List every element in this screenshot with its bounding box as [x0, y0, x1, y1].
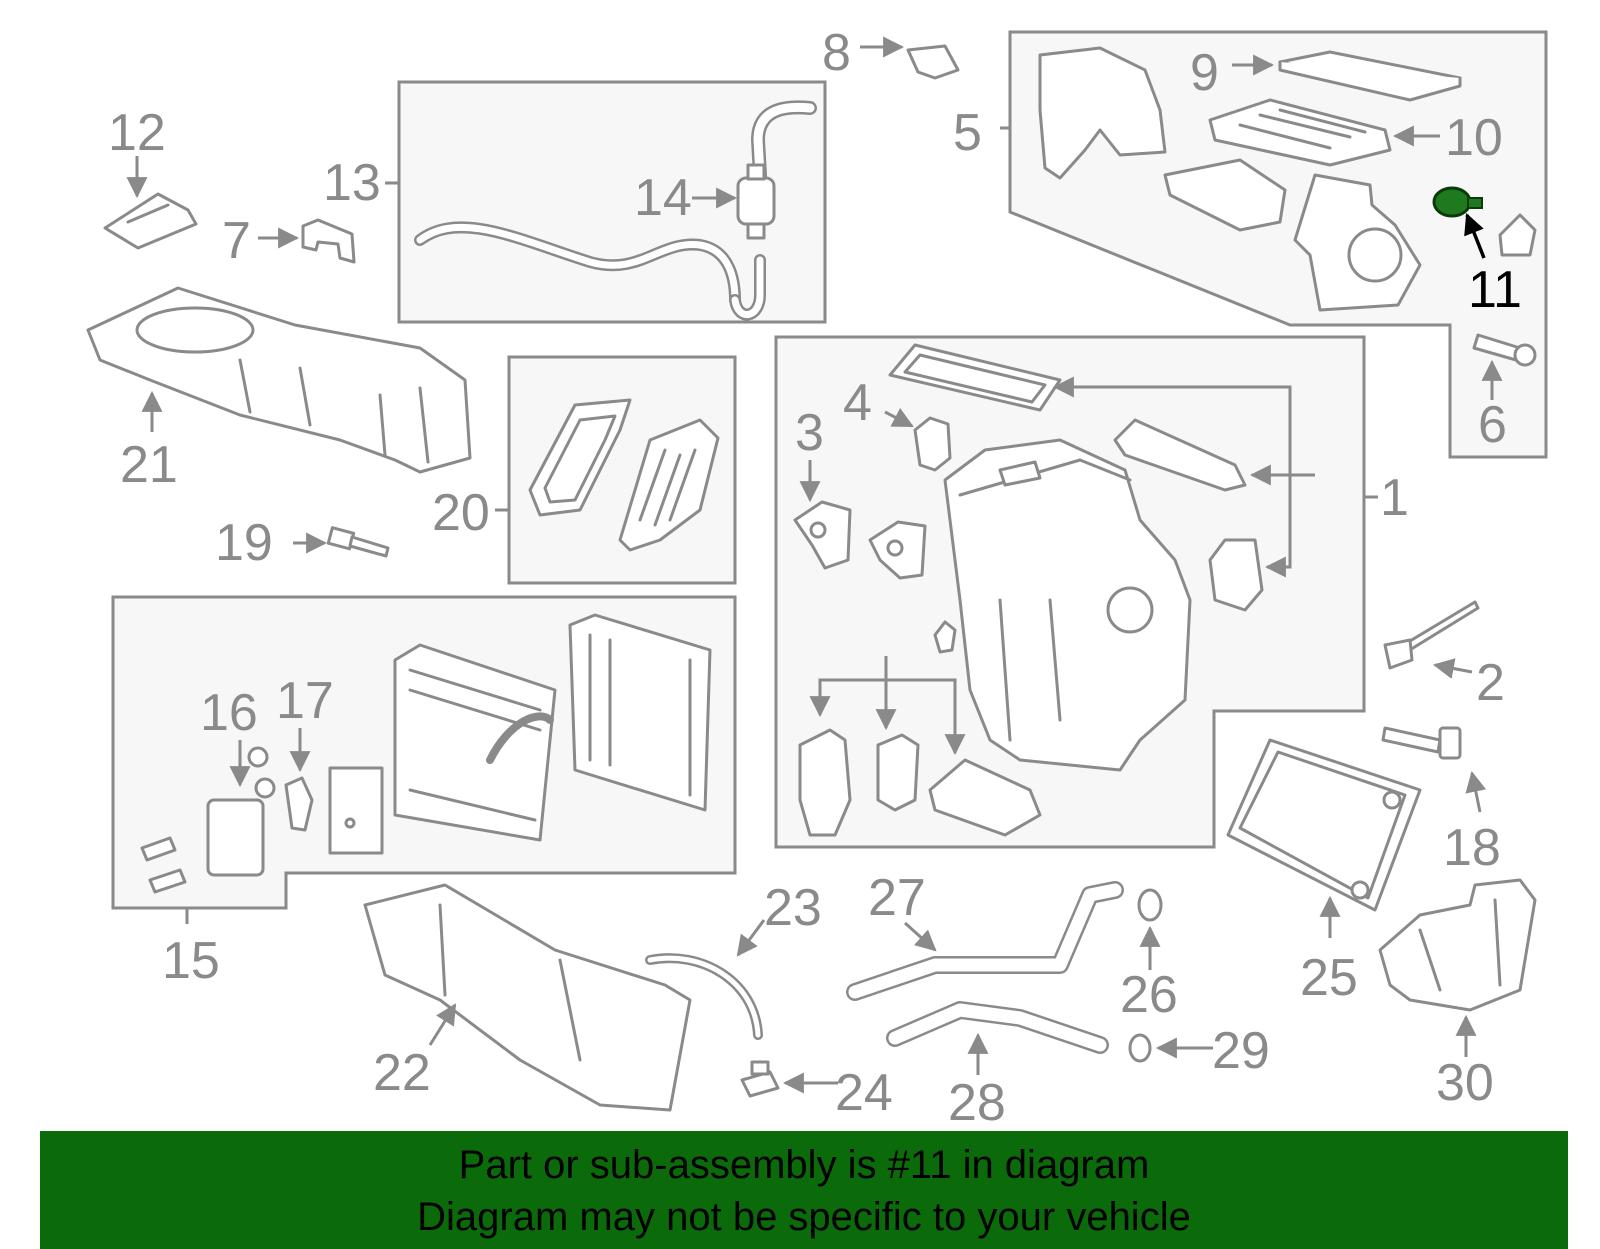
- callout-21: 21: [120, 436, 178, 494]
- part-7-clip: [301, 218, 356, 264]
- callout-9: 9: [1190, 44, 1219, 102]
- callout-8: 8: [822, 24, 851, 82]
- part-23-tube: [645, 953, 763, 1040]
- part-5-bracket: [1498, 213, 1537, 257]
- part-21-duct: [86, 286, 472, 474]
- callout-1: 1: [1380, 469, 1409, 527]
- callout-3: 3: [795, 404, 824, 462]
- callout-12: 12: [108, 104, 166, 162]
- part-10-filter-tray: [1208, 98, 1392, 167]
- part-13-hose: [414, 100, 817, 321]
- part-4-seal-bottom-b: [876, 733, 920, 812]
- callout-14: 14: [634, 169, 692, 227]
- callout-29: 29: [1212, 1022, 1270, 1080]
- callout-4: 4: [843, 374, 872, 432]
- callout-10: 10: [1445, 109, 1503, 167]
- callout-13: 13: [323, 154, 381, 212]
- part-4-seal-side: [1208, 538, 1264, 612]
- callout-17: 17: [276, 672, 334, 730]
- info-banner: Part or sub-assembly is #11 in diagram D…: [40, 1131, 1568, 1249]
- part-15-heater-core: [568, 613, 712, 812]
- banner-line-part-number: Part or sub-assembly is #11 in diagram: [458, 1143, 1150, 1187]
- callout-16: 16: [200, 684, 258, 742]
- part-28-pipe: [886, 1001, 1109, 1054]
- part-26-oring: [1137, 888, 1163, 922]
- part-16-expansion-valve: [206, 798, 265, 877]
- callout-5: 5: [953, 104, 982, 162]
- part-20-seal: [528, 398, 632, 517]
- part-22-duct: [363, 883, 692, 1112]
- part-19-bolt: [326, 526, 390, 558]
- part-14-valve: [736, 163, 776, 240]
- part-5-housing: [1038, 46, 1422, 312]
- part-29-oring: [1128, 1033, 1152, 1063]
- callout-15: 15: [162, 932, 220, 990]
- part-3-actuator-b: [868, 520, 927, 580]
- part-8-bracket: [906, 44, 960, 80]
- banner-line-disclaimer: Diagram may not be specific to your vehi…: [417, 1195, 1191, 1239]
- callout-7: 7: [222, 212, 251, 270]
- callout-23: 23: [764, 879, 822, 937]
- callout-28: 28: [948, 1074, 1006, 1132]
- part-1-clip: [933, 620, 957, 654]
- part-11-highlighted[interactable]: [1432, 186, 1483, 218]
- callout-2: 2: [1476, 654, 1505, 712]
- part-4-seal-small: [913, 416, 952, 472]
- part-15-orings: [247, 746, 276, 799]
- part-12-clip: [103, 192, 198, 250]
- part-4-seal-bottom-a: [798, 728, 852, 837]
- part-24-cap: [740, 1060, 780, 1098]
- callout-27: 27: [868, 869, 926, 927]
- callout-22: 22: [373, 1044, 431, 1102]
- part-15-tubes: [140, 836, 187, 894]
- part-15-block: [328, 766, 384, 855]
- callout-26: 26: [1120, 966, 1178, 1024]
- callout-18: 18: [1443, 819, 1501, 877]
- part-4-seal-bottom-c: [928, 758, 1042, 837]
- part-17-bracket: [284, 776, 314, 832]
- callout-24: 24: [835, 1064, 893, 1122]
- callout-25: 25: [1300, 949, 1358, 1007]
- part-18-sensor: [1381, 726, 1462, 760]
- part-30-duct: [1378, 878, 1537, 1012]
- callout-30: 30: [1436, 1054, 1494, 1112]
- part-6-screw: [1472, 333, 1537, 367]
- part-2-pin: [1383, 600, 1480, 670]
- callout-6: 6: [1478, 396, 1507, 454]
- callout-19: 19: [215, 514, 273, 572]
- callout-11[interactable]: 11: [1468, 261, 1522, 319]
- part-15-evaporator: [393, 643, 557, 842]
- part-3-actuator: [793, 500, 852, 570]
- part-9-filter: [1278, 50, 1462, 102]
- part-25-core: [1226, 738, 1422, 912]
- part-20-duct: [618, 418, 720, 552]
- callout-20: 20: [432, 484, 490, 542]
- part-27-pipe: [846, 881, 1124, 1001]
